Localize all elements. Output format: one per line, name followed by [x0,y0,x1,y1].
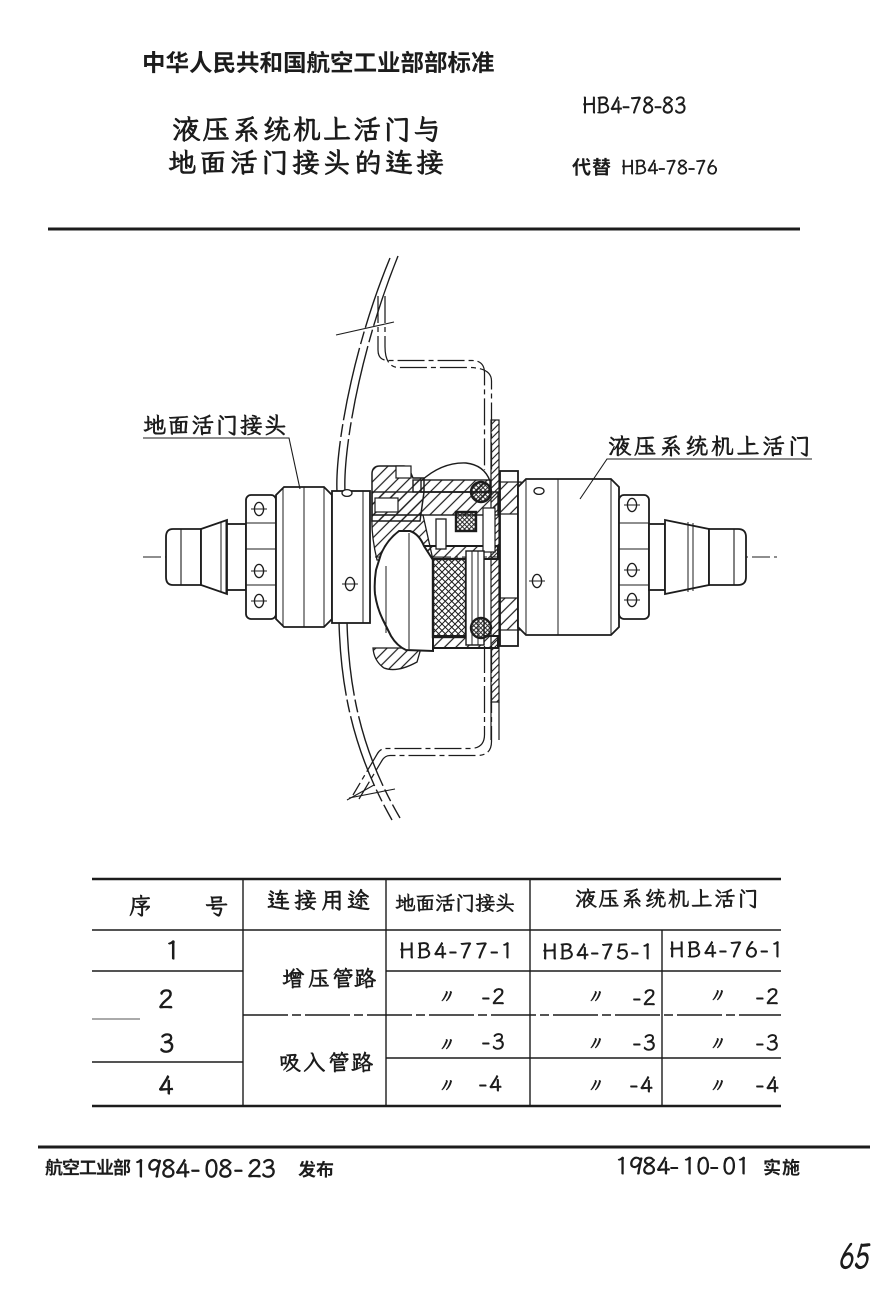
footer-issue-label: 发布 [298,1158,334,1178]
ground-coupling-drawing [165,486,371,628]
replaces-label: 代替 [572,158,610,179]
row1-onboard-a: HB4-75-1 [542,939,632,962]
page-number: 65 [837,1240,870,1273]
footer-effective-date: 1984-10-01 [615,1151,728,1175]
doc-title-line1: 液压系统机上活门与 [172,113,424,144]
coupling-centre-drawing [371,462,499,671]
row1-onboard-b: HB4-76-1 [669,937,759,960]
page-footer [38,1145,872,1270]
drawing-label-left: 地面活门接头 [143,412,275,436]
row1-ground: HB4-77-1 [399,938,489,961]
leader-lines [143,437,812,500]
bulkhead-plate-section [490,419,500,740]
footer-effective-label: 实施 [763,1156,799,1176]
technical-drawing [143,255,812,821]
row2-no: 2 [156,986,169,1011]
th-purpose: 连接用途 [267,887,355,911]
bulkhead-flange-bend [352,296,493,800]
replaces-number: HB4-78-76 [621,158,713,179]
th-ground: 地面活门接头 [395,891,515,913]
th-onboard: 液压系统机上活门 [575,886,735,908]
spec-table-grid [92,877,781,1108]
row3-ground: 〃 -3 [437,1030,480,1052]
th-serial: 序号 [129,893,173,917]
row4-onboard-a: 〃 -4 [586,1072,629,1094]
footer-issuer: 航空工业部 [45,1156,135,1176]
skin-break-ticks [335,321,396,799]
page-header [48,50,800,231]
fuselage-skin-arc [336,255,401,821]
row1-purpose: 增压管路 [282,966,366,989]
row4-onboard-b: 〃 -4 [708,1072,751,1094]
row4-no: 4 [156,1072,169,1097]
row2-onboard-a: 〃 -2 [586,984,629,1006]
row1-no: 1 [164,937,177,962]
onboard-valve-drawing [499,470,747,647]
standard-number: HB4-78-83 [582,96,684,119]
row2-onboard-b: 〃 -2 [708,983,751,1005]
doc-title-line2: 地面活门接头的连接 [168,146,420,177]
row4-ground: 〃 -4 [437,1071,480,1093]
row3-purpose: 吸入管路 [279,1050,363,1073]
row3-onboard-b: 〃 -3 [708,1031,751,1053]
row2-ground: 〃 -2 [437,984,480,1006]
row3-no: 3 [157,1030,170,1055]
row3-onboard-a: 〃 -3 [586,1031,629,1053]
org-standard-line: 中华人民共和国航空工业部部标准 [142,48,502,74]
drawing-label-right: 液压系统机上活门 [608,433,784,457]
footer-issue-date: 1984-08-23 [133,1153,246,1177]
